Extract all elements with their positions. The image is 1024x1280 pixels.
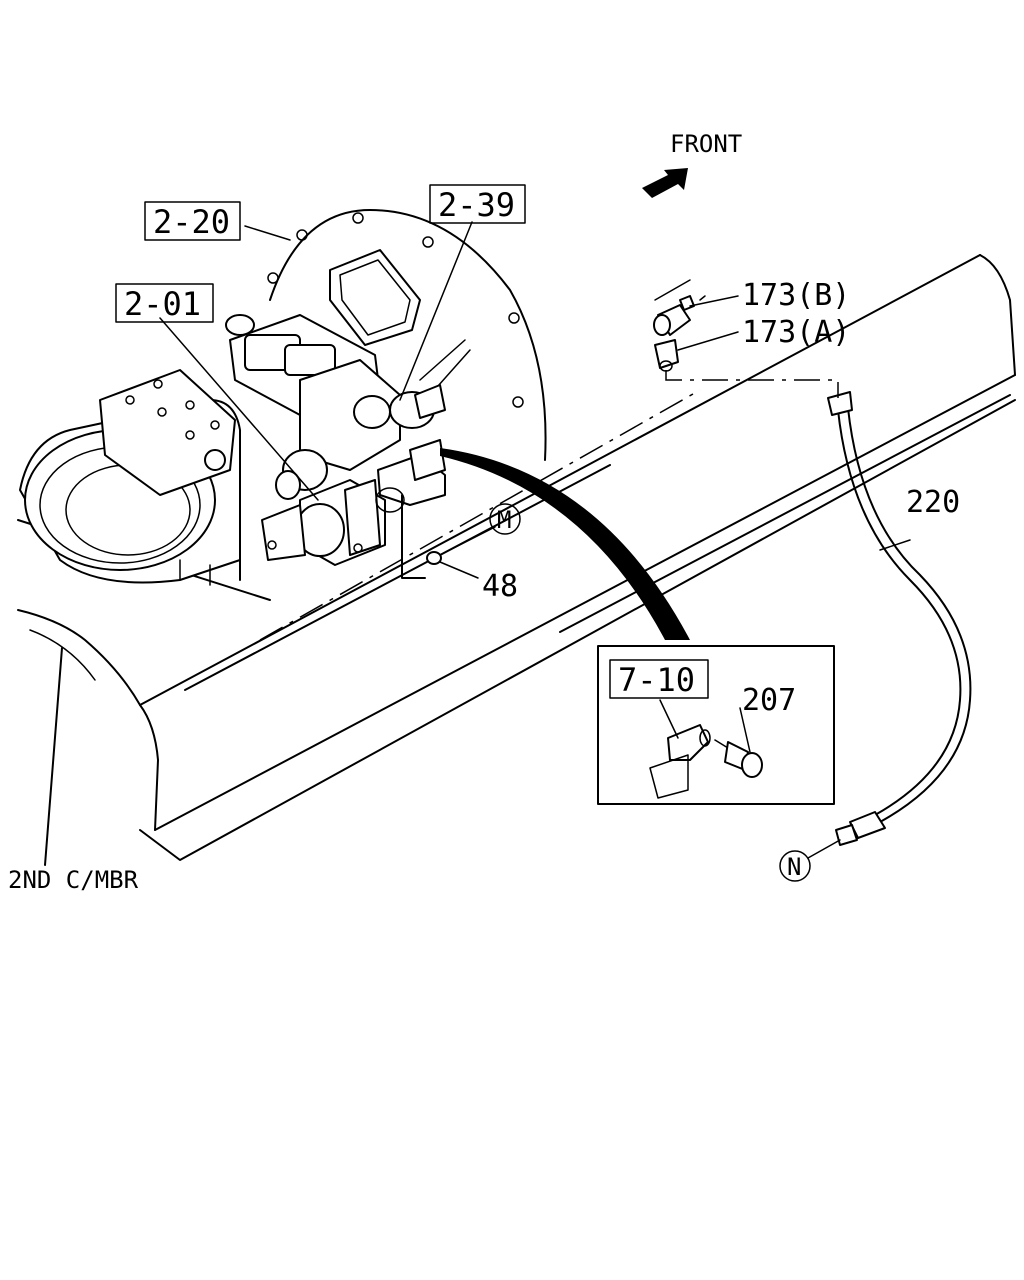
ref-box-2-20 xyxy=(144,201,241,241)
detail-pointer xyxy=(440,448,690,640)
clip-48 xyxy=(426,551,442,565)
ref-2-01-label: 2-01 xyxy=(124,285,201,323)
leader-lines xyxy=(159,221,911,859)
front-label: FRONT xyxy=(670,130,742,158)
marker-m-label: M xyxy=(497,506,511,534)
marker-m-circle xyxy=(489,503,521,535)
ref-2-39-label: 2-39 xyxy=(438,186,515,224)
fittings-173 xyxy=(653,295,695,372)
ref-box-7-10 xyxy=(609,659,709,699)
shift-valve-assembly xyxy=(225,314,446,579)
ref-box-2-01 xyxy=(115,283,214,323)
ref-box-2-39 xyxy=(429,184,526,224)
marker-n-label: N xyxy=(787,853,801,881)
clutch-hose xyxy=(827,391,972,846)
clutch-housing xyxy=(267,209,547,461)
front-arrow-icon xyxy=(642,168,688,198)
transmission-housing xyxy=(19,369,241,586)
member-label: 2ND C/MBR xyxy=(8,866,139,894)
frame-rail xyxy=(139,254,1016,861)
part-48-label: 48 xyxy=(482,569,518,604)
part-173b-label: 173(B) xyxy=(742,278,850,313)
hose-route-line xyxy=(665,370,839,398)
ref-2-20-label: 2-20 xyxy=(153,203,230,241)
part-207-label: 207 xyxy=(742,683,796,718)
part-220-label: 220 xyxy=(906,485,960,520)
part-173a-label: 173(A) xyxy=(742,315,850,350)
detail-box xyxy=(597,645,835,805)
marker-n-circle xyxy=(779,850,811,882)
ref-7-10-label: 7-10 xyxy=(618,661,695,699)
